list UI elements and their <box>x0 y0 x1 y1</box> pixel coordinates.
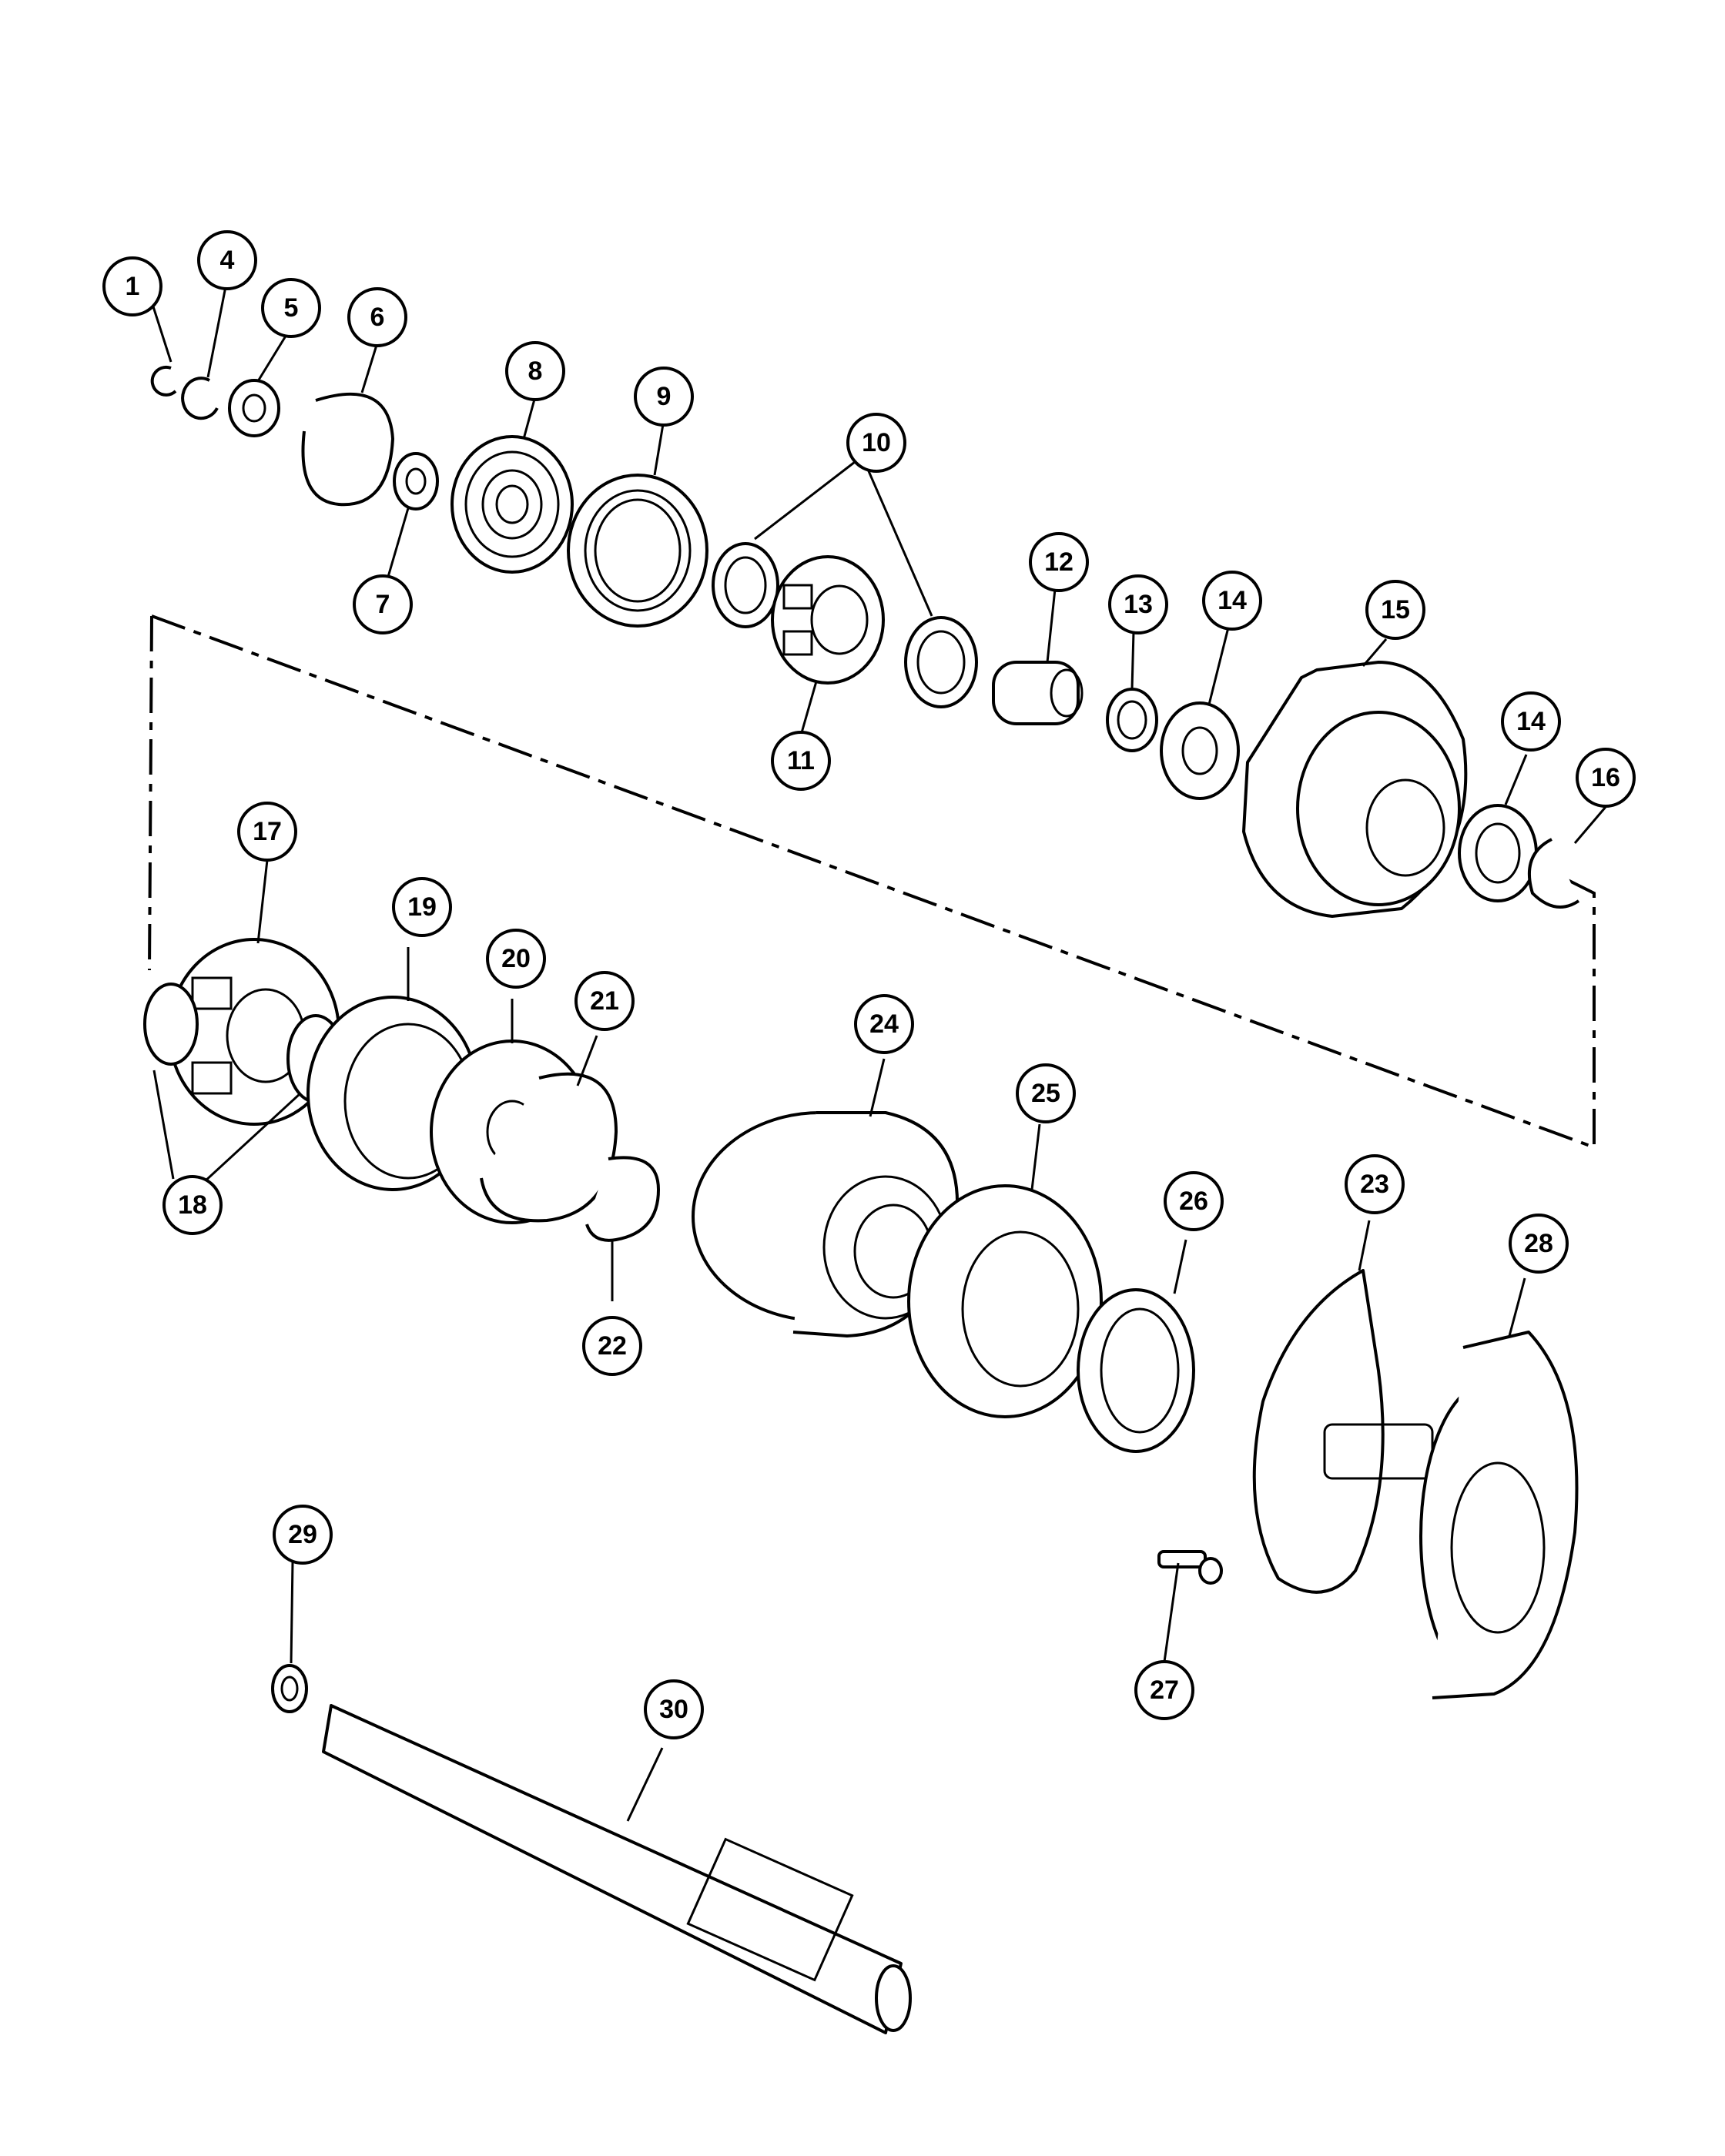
callout-18: 18 <box>162 1175 223 1235</box>
part-11-carrier <box>771 555 885 685</box>
svg-text:27: 27 <box>1150 1676 1179 1705</box>
svg-text:21: 21 <box>590 986 619 1016</box>
part-26-one-way-clutch <box>1077 1288 1195 1453</box>
svg-text:14: 14 <box>1516 707 1546 736</box>
part-8-gear <box>451 435 574 574</box>
callout-6: 6 <box>347 287 407 347</box>
callout-23: 23 <box>1345 1154 1405 1214</box>
svg-text:28: 28 <box>1524 1229 1553 1258</box>
part-30-input-shaft <box>322 1704 912 2034</box>
assembly-dash-line <box>148 614 1596 1150</box>
callout-26: 26 <box>1164 1171 1224 1231</box>
callout-1: 1 <box>102 256 162 316</box>
callout-22: 22 <box>582 1316 642 1376</box>
callout-9: 9 <box>634 367 694 427</box>
svg-text:7: 7 <box>376 590 390 619</box>
svg-text:23: 23 <box>1360 1170 1389 1199</box>
callout-13: 13 <box>1108 574 1168 634</box>
svg-text:24: 24 <box>869 1009 899 1039</box>
svg-text:16: 16 <box>1591 763 1620 792</box>
part-15-clutch-drum <box>1242 661 1468 918</box>
part-1-snap-ring <box>150 365 177 397</box>
callout-17: 17 <box>237 802 297 862</box>
part-18-thrust-bearing-a <box>143 983 199 1066</box>
callout-5: 5 <box>261 278 321 338</box>
svg-text:4: 4 <box>220 246 235 275</box>
callout-12: 12 <box>1029 532 1089 592</box>
part-27-bolt <box>1157 1550 1223 1585</box>
part-16-snap-ring <box>1527 838 1580 909</box>
svg-text:18: 18 <box>178 1190 207 1220</box>
part-13-snap-ring <box>1106 688 1158 752</box>
part-9-ring-gear <box>567 474 708 628</box>
part-12-sun-gear <box>992 661 1084 725</box>
part-7-thrust-washer <box>393 452 439 511</box>
svg-text:13: 13 <box>1124 590 1153 619</box>
part-4-snap-ring <box>181 377 219 420</box>
callout-15: 15 <box>1365 580 1425 640</box>
callout-25: 25 <box>1016 1063 1076 1123</box>
part-10-thrust-bearing-b <box>904 616 978 708</box>
svg-text:19: 19 <box>407 892 437 922</box>
svg-text:20: 20 <box>501 944 531 973</box>
part-25-retainer-ring <box>907 1184 1103 1418</box>
callout-28: 28 <box>1509 1214 1569 1274</box>
callout-8: 8 <box>505 341 565 401</box>
callout-24: 24 <box>854 994 914 1054</box>
part-22-snap-ring <box>585 1156 660 1242</box>
callout-29: 29 <box>273 1505 333 1565</box>
svg-text:12: 12 <box>1044 547 1074 577</box>
svg-text:9: 9 <box>657 382 672 411</box>
part-10-thrust-bearing-a <box>712 542 779 628</box>
callout-11: 11 <box>771 731 831 791</box>
part-14-thrust-washer-a <box>1160 701 1240 800</box>
callout-20: 20 <box>486 929 546 989</box>
svg-text:26: 26 <box>1179 1187 1208 1216</box>
callout-14-a: 14 <box>1202 571 1262 631</box>
part-28-pump-housing <box>1419 1331 1579 1699</box>
svg-text:14: 14 <box>1218 586 1247 615</box>
part-14-thrust-washer-b <box>1458 804 1538 902</box>
svg-text:15: 15 <box>1381 595 1410 624</box>
callout-7: 7 <box>353 574 413 634</box>
svg-text:29: 29 <box>288 1520 317 1549</box>
leader-lines <box>150 278 1607 1822</box>
svg-text:5: 5 <box>284 293 299 323</box>
part-6-snap-ring <box>301 392 394 507</box>
part-23-reaction-plate <box>1252 1269 1434 1594</box>
callout-21: 21 <box>574 971 635 1031</box>
svg-text:11: 11 <box>787 746 815 775</box>
callout-10: 10 <box>846 413 906 473</box>
callout-14-b: 14 <box>1501 691 1561 752</box>
svg-text:6: 6 <box>370 303 385 332</box>
svg-text:25: 25 <box>1031 1079 1060 1108</box>
svg-text:30: 30 <box>659 1695 688 1724</box>
svg-text:1: 1 <box>126 272 140 301</box>
svg-text:22: 22 <box>598 1331 627 1361</box>
callout-16: 16 <box>1576 748 1636 808</box>
part-5-bearing <box>228 379 280 437</box>
callout-27: 27 <box>1134 1660 1194 1720</box>
callout-4: 4 <box>197 230 257 290</box>
svg-text:8: 8 <box>528 357 543 386</box>
svg-text:10: 10 <box>862 428 891 457</box>
part-29-seal <box>271 1664 308 1713</box>
callout-30: 30 <box>644 1679 704 1739</box>
svg-text:17: 17 <box>253 817 282 846</box>
callout-19: 19 <box>392 877 452 937</box>
